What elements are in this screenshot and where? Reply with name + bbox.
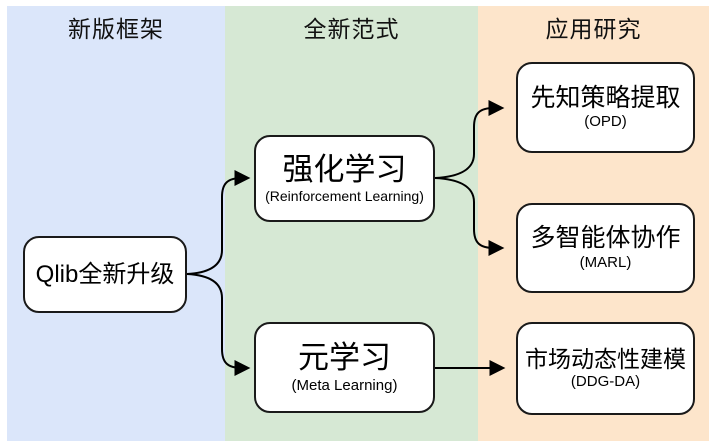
column-header-paradigm: 全新范式 [303,16,400,42]
node-ddgda-subtitle: (DDG-DA) [570,373,641,391]
column-band-framework: 新版框架 [7,6,225,441]
column-header-research: 应用研究 [545,16,642,42]
node-reinforcement-learning: 强化学习 (Reinforcement Learning) [254,135,435,222]
node-meta-learning: 元学习 (Meta Learning) [254,322,435,413]
column-header-framework: 新版框架 [68,16,164,42]
node-meta-learning-title: 元学习 [298,340,391,376]
node-reinforcement-learning-subtitle: (Reinforcement Learning) [265,188,424,205]
node-meta-learning-subtitle: (Meta Learning) [291,376,398,394]
node-qlib-upgrade: Qlib全新升级 [23,236,187,313]
node-marl-subtitle: (MARL) [579,253,632,271]
node-marl: 多智能体协作 (MARL) [516,203,695,293]
node-ddgda: 市场动态性建模 (DDG-DA) [516,322,695,415]
node-qlib-upgrade-title: Qlib全新升级 [35,260,175,288]
node-opd-subtitle: (OPD) [584,113,627,131]
node-ddgda-title: 市场动态性建模 [525,345,686,372]
node-marl-title: 多智能体协作 [530,224,681,253]
node-opd: 先知策略提取 (OPD) [516,62,695,153]
node-reinforcement-learning-title: 强化学习 [282,151,407,187]
node-opd-title: 先知策略提取 [530,83,681,112]
